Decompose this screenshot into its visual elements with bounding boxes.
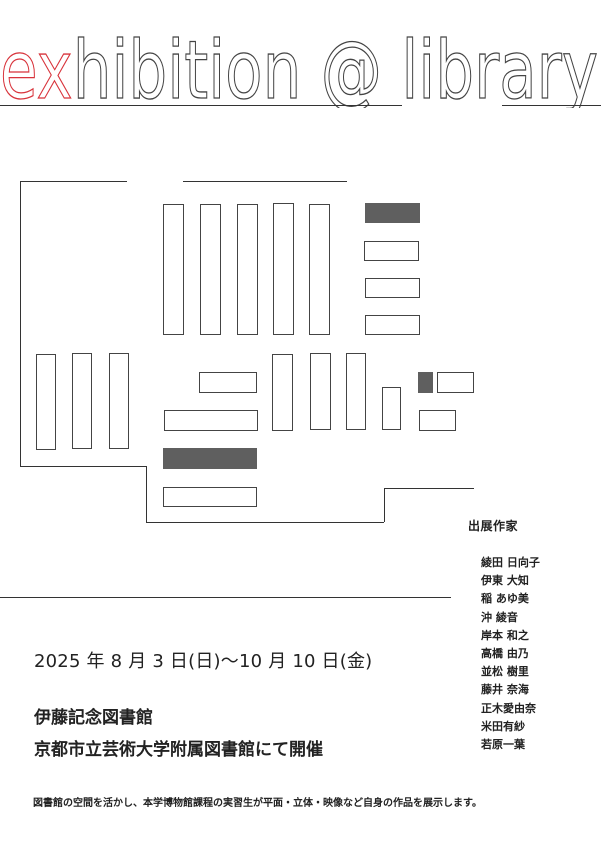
table (364, 241, 419, 261)
table (365, 315, 420, 335)
bookshelf (237, 204, 258, 335)
wall (384, 488, 474, 489)
wall (146, 522, 384, 523)
svg-text:exhibition @ library: exhibition @ library (0, 24, 598, 108)
wall (183, 181, 347, 182)
bookshelf (382, 387, 401, 430)
wall (20, 466, 146, 467)
exhibition-title: exhibition @ library (0, 18, 601, 117)
event-venue: 伊藤記念図書館 (34, 708, 153, 728)
exhibit-area (365, 203, 420, 223)
table (163, 487, 257, 507)
bookshelf (200, 204, 221, 335)
artist-name: 並松 樹里 (481, 665, 529, 679)
artists-heading: 出展作家 (468, 519, 519, 533)
bookshelf (346, 353, 366, 430)
artist-name: 若原一葉 (481, 738, 525, 752)
wall (384, 488, 385, 522)
table (437, 372, 474, 393)
artist-name: 藤井 奈海 (481, 683, 529, 697)
artist-list: 綾田 日向子 伊東 大知 稲 あゆ美 沖 綾音 岸本 和之 高橋 由乃 並松 樹… (481, 554, 540, 754)
table (419, 410, 456, 431)
bookshelf (109, 353, 129, 449)
artist-name: 岸本 和之 (481, 628, 529, 642)
title-underline-left (0, 105, 402, 106)
artist-name: 稲 あゆ美 (481, 592, 529, 606)
event-venue-detail: 京都市立芸術大学附属図書館にて開催 (34, 740, 323, 760)
bookshelf (310, 353, 331, 430)
bookshelf (273, 203, 294, 335)
event-description: 図書館の空間を活かし、本学博物館課程の実習生が平面・立体・映像など自身の作品を展… (33, 798, 482, 809)
bookshelf (72, 353, 92, 449)
title-underline-right (502, 105, 601, 106)
table (365, 278, 420, 298)
title-rest: hibition @ library (73, 24, 598, 108)
artist-name: 伊東 大知 (481, 574, 529, 588)
wall (146, 466, 147, 522)
artist-name: 綾田 日向子 (481, 556, 540, 569)
table (199, 372, 257, 393)
title-accent: ex (0, 24, 73, 108)
wall (20, 181, 21, 466)
bookshelf (163, 204, 184, 335)
bookshelf (36, 354, 56, 450)
artist-name: 米田有紗 (481, 719, 525, 733)
exhibit-area (418, 372, 433, 393)
event-date: 2025 年 8 月 3 日(日)〜10 月 10 日(金) (34, 651, 373, 672)
artist-name: 正木愛由奈 (481, 701, 536, 715)
bookshelf (309, 204, 330, 335)
section-divider (0, 597, 451, 598)
exhibit-area (163, 448, 257, 469)
bookshelf (272, 354, 293, 431)
artist-name: 高橋 由乃 (481, 647, 529, 661)
table (164, 410, 258, 431)
wall (20, 181, 127, 182)
artist-name: 沖 綾音 (481, 610, 518, 624)
